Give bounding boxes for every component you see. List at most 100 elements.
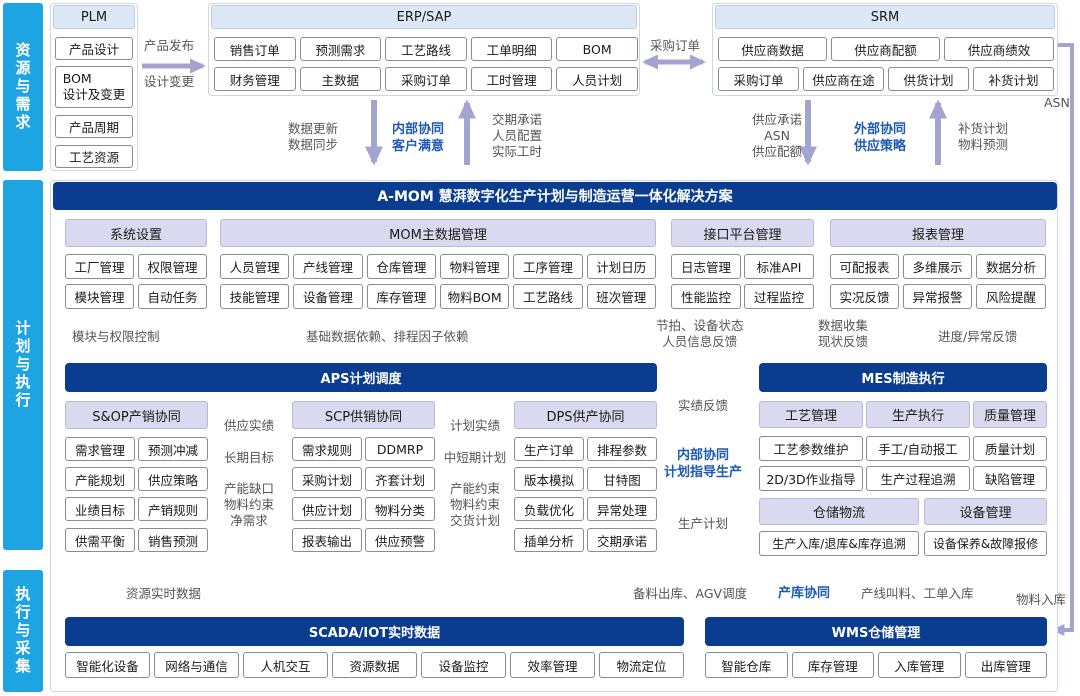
sop-scp-note-top: 供应实绩	[223, 418, 274, 433]
report-row-2: 实况反馈 异常报警 风险提醒	[830, 284, 1047, 309]
sop-item: 供需平衡	[65, 528, 135, 552]
right-flow-center: 外部协同 供应策略	[854, 122, 907, 154]
side-label-resources: 资源与需求	[3, 3, 43, 171]
plm-erp-note-release: 产品发布	[144, 38, 195, 53]
mom-cell: 人员管理	[220, 254, 290, 279]
scp-item: 物料分类	[365, 497, 435, 521]
mom-cell: 工艺路线	[513, 284, 583, 309]
report-cell: 实况反馈	[830, 284, 900, 309]
srm-cell: 供货计划	[888, 67, 969, 91]
dps-item: 版本模拟	[514, 467, 584, 491]
plm-item-product-design: 产品设计	[55, 37, 133, 60]
api-title: 接口平台管理	[671, 219, 814, 247]
scp-item: 采购计划	[292, 467, 362, 491]
note-prep-agv: 备料出库、AGV调度	[633, 586, 748, 601]
api-item: 性能监控	[671, 284, 741, 309]
erp-cell: 主数据	[299, 67, 382, 91]
erp-cell: 财务管理	[214, 67, 296, 91]
scp-item: DDMRP	[365, 437, 435, 461]
srm-title: SRM	[715, 5, 1055, 29]
right-flow-down-note: 供应承诺 ASN 供应配额	[752, 112, 803, 159]
mes-col-quality: 质量管理	[973, 401, 1047, 428]
mes-warehouse-title: 仓储物流	[759, 498, 919, 525]
dps-item: 负载优化	[514, 497, 584, 521]
scp-item: 供应计划	[292, 497, 362, 521]
mom-cell: 设备管理	[293, 284, 363, 309]
note-data-collect: 数据收集 现状反馈	[818, 318, 869, 349]
dps-item: 插单分析	[514, 528, 584, 552]
main-title: A-MOM 慧湃数字化生产计划与制造运营一体化解决方案	[53, 182, 1057, 210]
note-material-inbound: 物料入库	[1016, 592, 1067, 607]
mes-col-process: 工艺管理	[759, 401, 863, 428]
wms-item: 库存管理	[791, 652, 874, 678]
api-item: 标准API	[744, 254, 814, 279]
report-cell: 可配报表	[830, 254, 900, 279]
aps-mes-note-center: 内部协同 计划指导生产	[664, 448, 743, 480]
sop-scp-note-bot: 产能缺口 物料约束 净需求	[223, 481, 274, 528]
mom-cell: 技能管理	[220, 284, 290, 309]
sop-item: 销售预测	[138, 528, 208, 552]
scada-title: SCADA/IOT实时数据	[65, 617, 684, 646]
dps-title: DPS供产协同	[514, 401, 657, 429]
note-progress-feedback: 进度/异常反馈	[938, 329, 1018, 344]
dps-item: 生产订单	[514, 437, 584, 461]
dps-item: 排程参数	[587, 437, 657, 461]
sop-scp-note-mid: 长期目标	[223, 450, 274, 465]
side-label-exec: 执行与采集	[3, 570, 43, 692]
mom-cell: 产线管理	[293, 254, 363, 279]
report-cell: 多维展示	[903, 254, 973, 279]
sop-item: 供应策略	[138, 467, 208, 491]
sop-item: 需求管理	[65, 437, 135, 461]
erp-srm-note: 采购订单	[650, 38, 701, 53]
dps-item: 交期承诺	[587, 528, 657, 552]
left-flow-up-note: 交期承诺 人员配置 实际工时	[492, 112, 543, 159]
sop-item: 业绩目标	[65, 497, 135, 521]
wms-items: 智能仓库 库存管理 入库管理 出库管理	[705, 652, 1047, 678]
mom-cell: 计划日历	[586, 254, 656, 279]
mom-row-1: 人员管理 产线管理 仓库管理 物料管理 工序管理 计划日历	[220, 254, 656, 279]
aps-mes-note-plan: 生产计划	[678, 516, 729, 531]
scp-item: 供应预警	[365, 528, 435, 552]
mes-cell: 质量计划	[973, 436, 1047, 461]
srm-cell: 供应商数据	[718, 37, 827, 61]
plm-item-process-resources: 工艺资源	[55, 145, 133, 168]
mom-title: MOM主数据管理	[220, 219, 656, 247]
erp-cell: 工时管理	[470, 67, 553, 91]
wms-item: 入库管理	[878, 652, 961, 678]
scada-items: 智能化设备 网络与通信 人机交互 资源数据 设备监控 效率管理 物流定位	[65, 652, 684, 678]
wms-item: 出库管理	[964, 652, 1047, 678]
mes-cell: 手工/自动报工	[866, 436, 970, 461]
aps-title: APS计划调度	[65, 363, 657, 392]
plm-item-bom-design: BOM 设计及变更	[55, 66, 133, 108]
srm-cell: 供应商绩效	[944, 37, 1054, 61]
srm-cell: 供应商在途	[803, 67, 884, 91]
scada-item: 物流定位	[599, 652, 684, 678]
mom-cell: 仓库管理	[366, 254, 436, 279]
api-item: 日志管理	[671, 254, 741, 279]
sys-item: 自动任务	[138, 284, 207, 309]
mes-cell: 生产过程追溯	[866, 466, 970, 491]
erp-title: ERP/SAP	[211, 5, 637, 29]
note-realtime-data: 资源实时数据	[126, 586, 202, 601]
erp-cell: 工艺路线	[385, 37, 467, 61]
erp-cell: BOM	[556, 37, 638, 61]
mom-cell: 库存管理	[366, 284, 436, 309]
report-cell: 风险提醒	[976, 284, 1047, 309]
scp-dps-note-top: 计划实绩	[449, 418, 500, 433]
erp-cell: 人员计划	[556, 67, 638, 91]
mom-cell: 工序管理	[513, 254, 583, 279]
report-cell: 异常报警	[903, 284, 973, 309]
mes-warehouse-item: 生产入库/退库&库存追溯	[759, 531, 919, 556]
plm-title: PLM	[53, 5, 135, 29]
sys-item: 权限管理	[138, 254, 207, 279]
report-title: 报表管理	[830, 219, 1046, 247]
scada-item: 资源数据	[332, 652, 417, 678]
api-item: 过程监控	[744, 284, 814, 309]
sop-item: 产能规划	[65, 467, 135, 491]
srm-cell: 补货计划	[973, 67, 1054, 91]
sys-title: 系统设置	[65, 219, 207, 247]
note-rhythm-feedback: 节拍、设备状态 人员信息反馈	[656, 318, 744, 349]
note-prod-warehouse-sync: 产库协同	[778, 586, 831, 601]
srm-cell: 供应商配额	[831, 37, 940, 61]
right-flow-up-note: 补货计划 物料预测	[958, 121, 1009, 152]
